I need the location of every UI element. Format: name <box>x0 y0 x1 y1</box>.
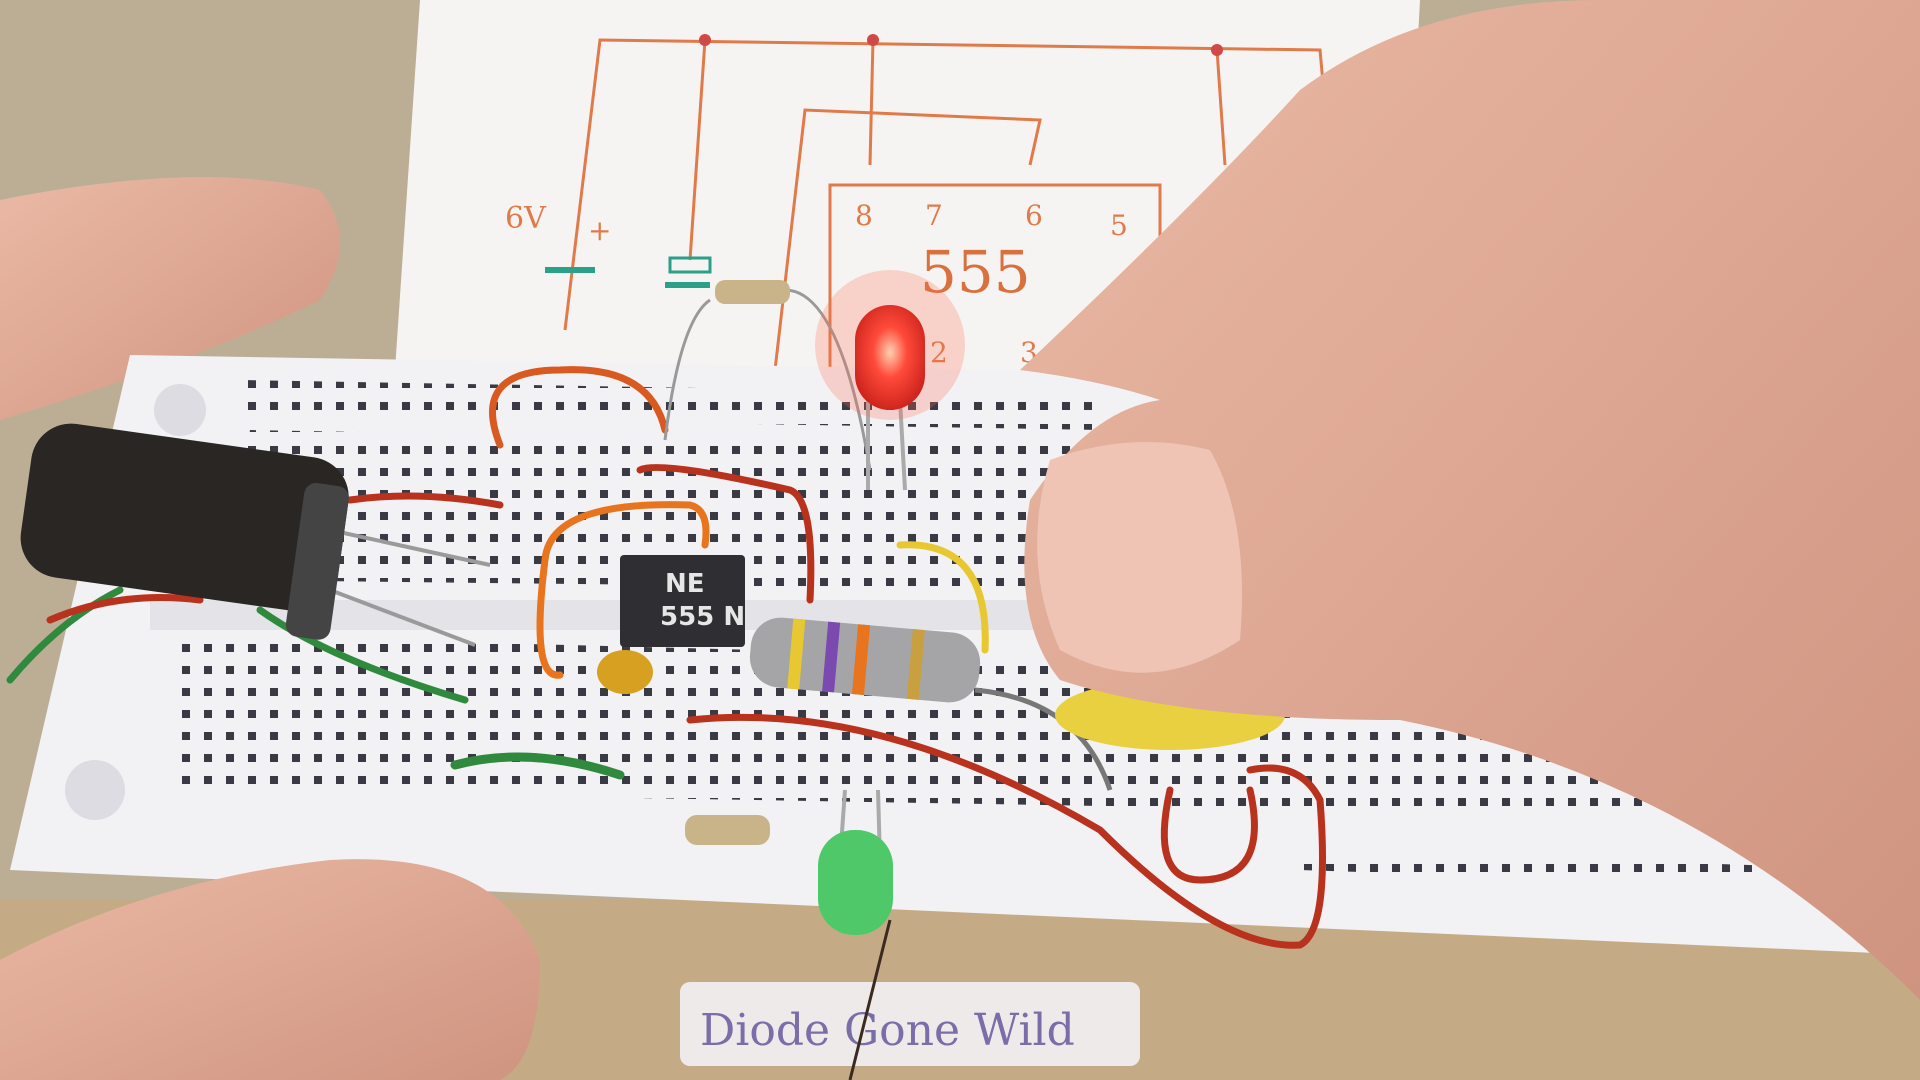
schematic-pin-6: 6 <box>1025 199 1043 232</box>
schematic-supply-label: 6V <box>505 201 547 236</box>
schematic-pin-2: 2 <box>930 336 948 369</box>
schematic-plus-sign: + <box>588 214 611 247</box>
ceramic-capacitor <box>597 650 653 694</box>
chip-label-line2: 555 N <box>660 602 745 632</box>
left-thumb <box>0 859 540 1080</box>
right-hand <box>1020 0 1920 1000</box>
right-thumbnail <box>1037 442 1242 673</box>
ne555-chip: NE 555 N <box>620 555 745 647</box>
schematic-ic-label: 555 <box>920 238 1031 306</box>
electrolytic-capacitor <box>20 423 491 647</box>
chip-label-line1: NE <box>665 569 705 599</box>
green-led <box>818 789 893 935</box>
jumper-wires <box>6 366 1326 949</box>
schematic-pin-7: 7 <box>925 199 943 232</box>
red-led-lit <box>815 270 965 491</box>
schematic-pin-8: 8 <box>855 199 873 232</box>
watermark-label: Diode Gone Wild <box>680 919 1140 1080</box>
resistors <box>663 280 1113 845</box>
schematic-pin-5: 5 <box>1110 209 1128 242</box>
watermark-text: Diode Gone Wild <box>700 1005 1075 1056</box>
left-hand-fingers <box>0 177 340 420</box>
